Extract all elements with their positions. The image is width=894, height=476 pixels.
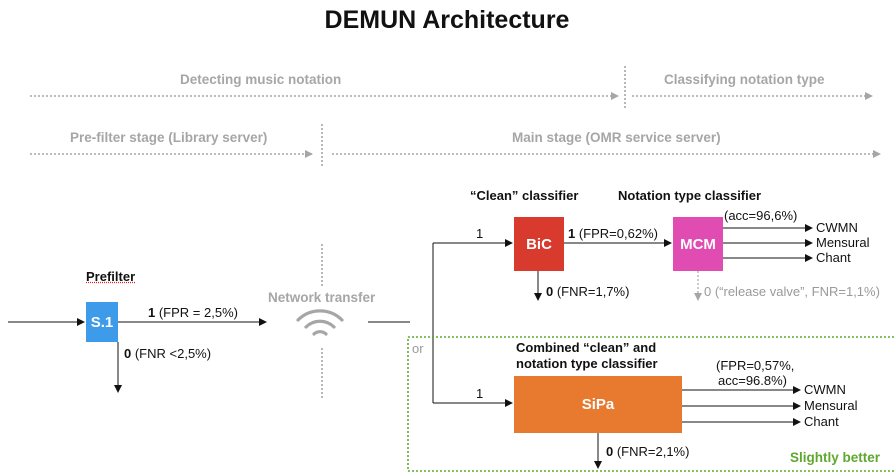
s1-out0-label: 0 (FNR <2,5%)	[124, 346, 211, 361]
s1-out0-num: 0	[124, 346, 132, 361]
mcm-out-cwmn-label: CWMN	[816, 220, 858, 235]
mcm-out-chant-label: Chant	[816, 250, 851, 265]
sipa-out-mensural-label: Mensural	[804, 398, 858, 413]
sipa-out0-text: (FNR=2,1%)	[613, 444, 690, 459]
stage-label-detecting: Detecting music notation	[180, 72, 342, 87]
s1-box: S.1	[86, 302, 118, 342]
s1-out1-text: (FPR = 2,5%)	[155, 305, 238, 320]
network-transfer-label: Network transfer	[268, 290, 376, 305]
s1-out0-text: (FNR <2,5%)	[131, 346, 212, 361]
prefilter-heading: Prefilter	[86, 269, 136, 284]
s1-box-label: S.1	[90, 313, 114, 331]
bic-out1-label: 1 (FPR=0,62%)	[568, 226, 658, 241]
sipa-box: SiPa	[514, 376, 682, 433]
notation-classifier-heading: Notation type classifier	[618, 188, 762, 203]
mcm-box-label: MCM	[680, 235, 716, 253]
sipa-out-cwmn-label: CWMN	[804, 382, 846, 397]
sipa-box-label: SiPa	[581, 396, 615, 413]
stage-label-classifying: Classifying notation type	[664, 72, 825, 87]
s1-out1-num: 1	[148, 305, 156, 320]
bic-out1-num: 1	[568, 226, 576, 241]
mcm-out-mensural-label: Mensural	[816, 235, 870, 250]
bic-out0-label: 0 (FNR=1,7%)	[546, 284, 629, 299]
slightly-better-label: Slightly better	[790, 450, 881, 465]
bic-out0-text: (FNR=1,7%)	[553, 284, 630, 299]
stage-label-prefilter: Pre-filter stage (Library server)	[70, 130, 268, 145]
or-label: or	[412, 341, 424, 356]
clean-classifier-heading: “Clean” classifier	[470, 188, 579, 203]
combined-heading-line1: Combined “clean” and	[516, 340, 657, 355]
stage-label-main: Main stage (OMR service server)	[512, 130, 721, 145]
bic-out1-text: (FPR=0,62%)	[575, 226, 658, 241]
mcm-release-label: 0 (“release valve”, FNR=1,1%)	[704, 284, 880, 299]
sipa-out-chant-label: Chant	[804, 414, 839, 429]
bic-box-label: BiC	[526, 235, 552, 253]
page-title: DEMUN Architecture	[324, 6, 570, 34]
sipa-out0-label: 0 (FNR=2,1%)	[606, 444, 689, 459]
slightly-better-region	[407, 336, 894, 472]
s1-out1-label: 1 (FPR = 2,5%)	[148, 305, 238, 320]
bic-input-label: 1	[476, 226, 484, 241]
mcm-acc-label: (acc=96,6%)	[724, 208, 798, 223]
sipa-metrics-line1: (FPR=0,57%,	[716, 358, 795, 373]
bic-out0-num: 0	[546, 284, 554, 299]
wifi-icon	[296, 309, 344, 336]
sipa-metrics-line2: acc=96.8%)	[718, 373, 788, 388]
bic-box: BiC	[514, 217, 564, 271]
mcm-box: MCM	[673, 217, 723, 271]
combined-heading-line2: notation type classifier	[516, 356, 658, 371]
sipa-out0-num: 0	[606, 444, 614, 459]
sipa-input-label: 1	[476, 386, 484, 401]
